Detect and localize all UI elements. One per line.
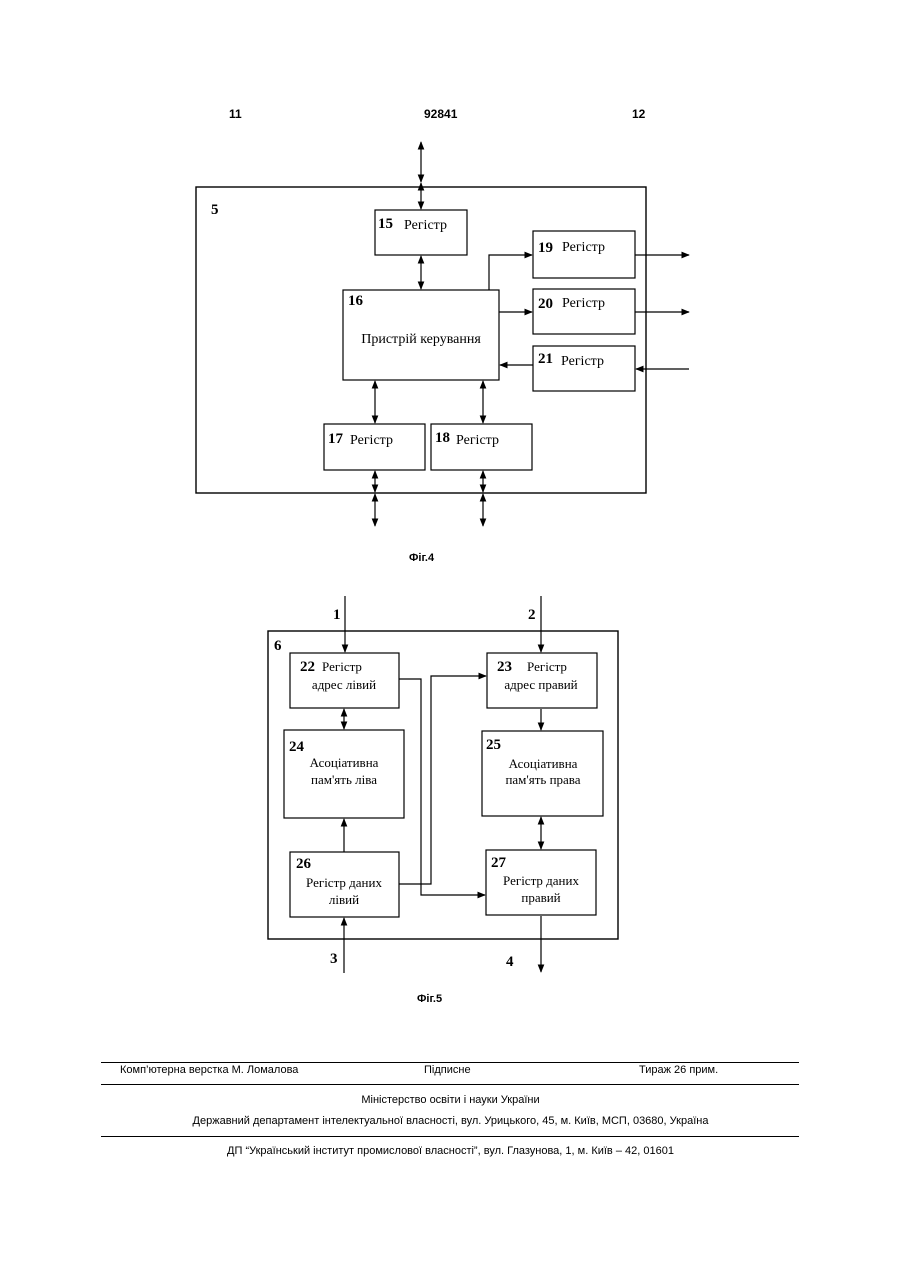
- block-22-number: 22: [300, 659, 315, 675]
- block-24-number: 24: [289, 739, 305, 755]
- footer-layout-credit: Комп’ютерна верстка М. Ломалова: [120, 1064, 298, 1076]
- block-21-register: 21 Регістр: [533, 346, 635, 391]
- block-17-register: 17 Регістр: [324, 424, 425, 470]
- block-23-number: 23: [497, 659, 512, 675]
- figure-4-caption: Фіг.4: [409, 552, 434, 564]
- block-23-label-line1: Регістр: [527, 659, 567, 674]
- block-23-label-line2: адрес правий: [504, 677, 577, 692]
- block-21-label: Регістр: [561, 354, 604, 369]
- output-4-label: 4: [506, 954, 514, 970]
- figure-4-diagram: 5 15 Регістр 16 Пристрій керування 19 Ре…: [196, 142, 689, 526]
- block-26-label-line1: Регістр даних: [306, 875, 382, 890]
- device-6-number: 6: [274, 638, 282, 654]
- block-24-label-line2: пам'ять ліва: [311, 772, 377, 787]
- block-26-label-line2: лівий: [329, 892, 359, 907]
- block-27-right-data-register: 27 Регістр даних правий: [486, 850, 596, 915]
- block-26-number: 26: [296, 856, 312, 872]
- block-27-label-line1: Регістр даних: [503, 873, 579, 888]
- footer-rule-top: [101, 1062, 799, 1063]
- figure-5-diagram: 6 1 2 3 4 22 Регістр адрес лівий 23 Регі…: [268, 596, 618, 973]
- block-22-label-line1: Регістр: [322, 659, 362, 674]
- block-17-number: 17: [328, 431, 344, 447]
- block-19-label: Регістр: [562, 240, 605, 255]
- block-23-right-address-register: 23 Регістр адрес правий: [487, 653, 597, 708]
- block-17-label: Регістр: [350, 433, 393, 448]
- block-20-register: 20 Регістр: [533, 289, 635, 334]
- block-25-label-line1: Асоціативна: [509, 756, 578, 771]
- input-3-label: 3: [330, 951, 338, 967]
- block-20-number: 20: [538, 296, 553, 312]
- block-15-label: Регістр: [404, 218, 447, 233]
- block-15-number: 15: [378, 216, 393, 232]
- block-24-label-line1: Асоціативна: [310, 755, 379, 770]
- block-26-left-data-register: 26 Регістр даних лівий: [290, 852, 399, 917]
- input-1-label: 1: [333, 607, 341, 623]
- footer-circulation: Тираж 26 прим.: [639, 1064, 718, 1076]
- footer-department: Державний департамент інтелектуальної вл…: [0, 1115, 901, 1127]
- block-18-label: Регістр: [456, 433, 499, 448]
- block-22-label-line2: адрес лівий: [312, 677, 376, 692]
- block-22-left-address-register: 22 Регістр адрес лівий: [290, 653, 399, 708]
- footer-ministry: Міністерство освіти і науки України: [0, 1094, 901, 1106]
- block-25-number: 25: [486, 737, 501, 753]
- block-20-label: Регістр: [562, 296, 605, 311]
- device-5-number: 5: [211, 202, 219, 218]
- footer-signed: Підписне: [424, 1064, 471, 1076]
- block-16-control-unit: 16 Пристрій керування: [343, 290, 499, 380]
- figure-5-caption: Фіг.5: [417, 993, 442, 1005]
- block-24-left-associative-memory: 24 Асоціативна пам'ять ліва: [284, 730, 404, 818]
- block-18-number: 18: [435, 430, 450, 446]
- footer-rule-middle: [101, 1084, 799, 1085]
- block-16-label: Пристрій керування: [361, 332, 481, 347]
- block-15-register: 15 Регістр: [375, 210, 467, 255]
- block-16-number: 16: [348, 293, 364, 309]
- footer-rule-bottom: [101, 1136, 799, 1137]
- block-27-number: 27: [491, 855, 507, 871]
- block-25-right-associative-memory: 25 Асоціативна пам'ять права: [482, 731, 603, 816]
- block-19-register: 19 Регістр: [533, 231, 635, 278]
- input-2-label: 2: [528, 607, 536, 623]
- footer-institute: ДП “Український інститут промислової вла…: [0, 1145, 901, 1157]
- block-19-number: 19: [538, 240, 553, 256]
- block-27-label-line2: правий: [521, 890, 560, 905]
- block-21-number: 21: [538, 351, 553, 367]
- block-25-label-line2: пам'ять права: [505, 772, 580, 787]
- block-18-register: 18 Регістр: [431, 424, 532, 470]
